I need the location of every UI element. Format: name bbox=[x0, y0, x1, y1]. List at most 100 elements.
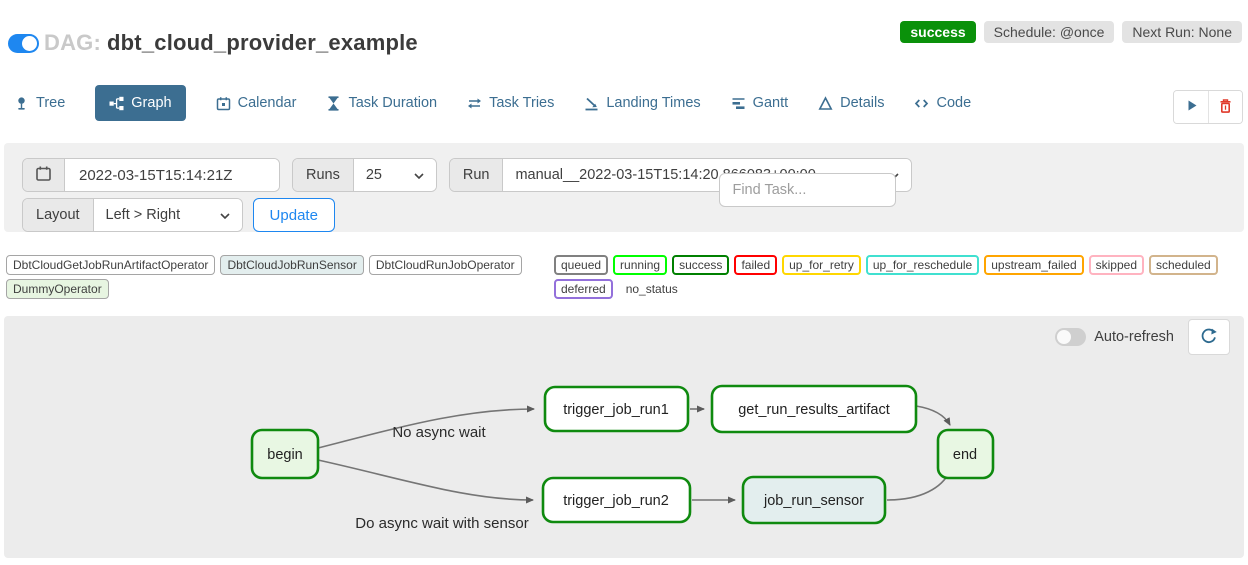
tab-label: Details bbox=[840, 95, 885, 111]
node-get-run-results-artifact[interactable]: get_run_results_artifact bbox=[710, 384, 918, 434]
node-end[interactable]: end bbox=[936, 428, 995, 480]
edge-begin-trigger2 bbox=[317, 459, 534, 504]
tab-code[interactable]: Code bbox=[914, 85, 971, 121]
layout-group: Layout Left > Right bbox=[22, 198, 243, 232]
status-legend: queued running success failed up_for_ret… bbox=[552, 255, 1242, 303]
dag-prefix-label: DAG: bbox=[44, 30, 102, 55]
tab-landing-times[interactable]: Landing Times bbox=[584, 85, 701, 121]
node-label: end bbox=[953, 447, 977, 463]
header-badges: success Schedule: @once Next Run: None bbox=[900, 21, 1242, 43]
tab-tree[interactable]: Tree bbox=[14, 85, 65, 121]
dag-action-buttons bbox=[1173, 90, 1243, 124]
filter-row-2: Layout Left > Right Update bbox=[22, 198, 335, 232]
delete-dag-button[interactable] bbox=[1208, 91, 1242, 123]
node-job-run-sensor[interactable]: job_run_sensor bbox=[741, 475, 887, 525]
edge-label-async-sensor: Do async wait with sensor bbox=[355, 515, 528, 532]
status-no-status-label: no_status bbox=[625, 282, 678, 296]
tab-label: Graph bbox=[131, 95, 172, 111]
dag-graph: No async wait Do async wait with sensor … bbox=[250, 384, 995, 532]
tab-task-duration[interactable]: Task Duration bbox=[326, 85, 437, 121]
status-pill: failed bbox=[734, 255, 778, 275]
operator-pill: DbtCloudJobRunSensor bbox=[220, 255, 364, 275]
tab-gantt[interactable]: Gantt bbox=[731, 85, 788, 121]
status-pill: deferred bbox=[554, 279, 613, 299]
trash-icon bbox=[1218, 98, 1233, 117]
chevron-down-icon bbox=[219, 207, 230, 223]
node-trigger-job-run1[interactable]: trigger_job_run1 bbox=[543, 385, 690, 433]
calendar-icon bbox=[216, 96, 231, 111]
edge-begin-trigger1 bbox=[317, 405, 535, 449]
plane-landing-icon bbox=[584, 96, 599, 111]
find-task-input[interactable] bbox=[719, 173, 897, 207]
operator-pill: DummyOperator bbox=[6, 279, 109, 299]
node-label: begin bbox=[267, 447, 302, 463]
tab-task-tries[interactable]: Task Tries bbox=[467, 85, 554, 121]
calendar-icon bbox=[35, 165, 52, 185]
status-pill: upstream_failed bbox=[984, 255, 1084, 275]
next-run-badge: Next Run: None bbox=[1122, 21, 1242, 43]
status-pill: skipped bbox=[1088, 255, 1144, 275]
schedule-badge: Schedule: @once bbox=[983, 21, 1115, 43]
node-label: trigger_job_run1 bbox=[563, 402, 669, 418]
layout-value: Left > Right bbox=[105, 207, 181, 223]
status-pill: running bbox=[613, 255, 668, 275]
status-pill: success bbox=[672, 255, 730, 275]
tab-label: Gantt bbox=[752, 95, 789, 111]
run-label: Run bbox=[449, 159, 504, 191]
operator-pill: DbtCloudRunJobOperator bbox=[368, 255, 522, 275]
auto-refresh-control: Auto-refresh bbox=[1055, 328, 1174, 346]
legend: DbtCloudGetJobRunArtifactOperator DbtClo… bbox=[6, 255, 1242, 303]
auto-refresh-toggle[interactable] bbox=[1055, 328, 1087, 346]
tab-label: Tree bbox=[36, 95, 66, 111]
update-button[interactable]: Update bbox=[252, 198, 335, 232]
edge-label-no-async: No async wait bbox=[392, 424, 486, 441]
tab-label: Landing Times bbox=[606, 95, 701, 111]
node-label: trigger_job_run2 bbox=[563, 493, 669, 509]
tab-label: Task Tries bbox=[489, 95, 555, 111]
hourglass-icon bbox=[326, 95, 341, 111]
dag-name: dbt_cloud_provider_example bbox=[107, 30, 418, 55]
status-pill: up_for_retry bbox=[782, 255, 861, 275]
auto-refresh-label: Auto-refresh bbox=[1094, 329, 1174, 345]
runs-label: Runs bbox=[293, 159, 354, 191]
toggle-knob bbox=[22, 36, 37, 51]
operator-pill: DbtCloudGetJobRunArtifactOperator bbox=[6, 255, 216, 275]
play-icon bbox=[1184, 98, 1199, 116]
execution-date-group bbox=[22, 158, 280, 192]
filter-panel: Runs 25 Run manual__2022-03-15T15:14:20.… bbox=[4, 143, 1244, 232]
tab-label: Task Duration bbox=[348, 95, 438, 111]
chevron-down-icon bbox=[414, 167, 424, 183]
gantt-bars-icon bbox=[731, 96, 746, 111]
tab-details[interactable]: Details bbox=[818, 85, 884, 121]
dag-graph-panel: No async wait Do async wait with sensor … bbox=[4, 316, 1244, 558]
runs-value: 25 bbox=[365, 167, 382, 183]
tab-graph[interactable]: Graph bbox=[95, 85, 186, 121]
runs-group: Runs 25 bbox=[292, 158, 437, 192]
calendar-picker-button[interactable] bbox=[23, 159, 65, 191]
operator-legend: DbtCloudGetJobRunArtifactOperator DbtClo… bbox=[6, 255, 552, 303]
node-begin[interactable]: begin bbox=[250, 428, 320, 480]
triangle-icon bbox=[818, 95, 833, 111]
runs-select[interactable]: 25 bbox=[353, 159, 436, 191]
node-trigger-job-run2[interactable]: trigger_job_run2 bbox=[541, 476, 692, 524]
trigger-dag-button[interactable] bbox=[1174, 91, 1208, 123]
code-brackets-icon bbox=[914, 96, 929, 111]
graph-icon bbox=[109, 96, 124, 111]
retry-arrows-icon bbox=[467, 96, 482, 111]
toggle-knob bbox=[1057, 330, 1072, 344]
node-label: get_run_results_artifact bbox=[738, 402, 890, 418]
status-pill: up_for_reschedule bbox=[865, 255, 980, 275]
tab-calendar[interactable]: Calendar bbox=[216, 85, 297, 121]
refresh-icon bbox=[1200, 327, 1218, 348]
refresh-button[interactable] bbox=[1188, 319, 1230, 355]
layout-select[interactable]: Left > Right bbox=[93, 199, 242, 231]
execution-date-input[interactable] bbox=[65, 159, 279, 191]
view-tabs: Tree Graph Calendar Task Duration Task T… bbox=[14, 85, 1188, 121]
status-badge: success bbox=[900, 21, 976, 43]
dag-pause-toggle[interactable] bbox=[8, 34, 39, 53]
status-pill: queued bbox=[554, 255, 609, 275]
status-pill: scheduled bbox=[1149, 255, 1218, 275]
tab-label: Code bbox=[936, 95, 972, 111]
tab-label: Calendar bbox=[237, 95, 297, 111]
